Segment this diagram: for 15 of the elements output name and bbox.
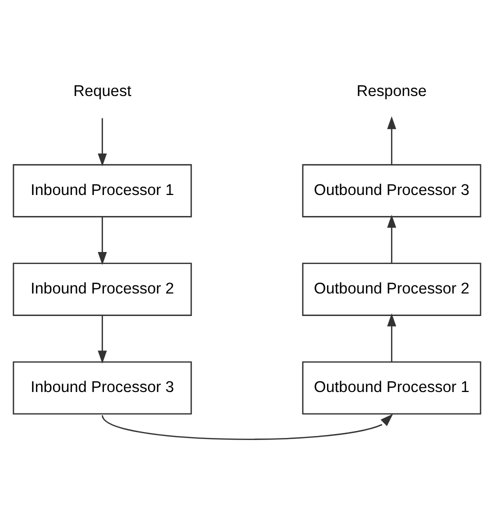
node-box: Inbound Processor 3 xyxy=(12,360,192,414)
arrow xyxy=(98,314,107,364)
node-box: Outbound Processor 1 xyxy=(302,360,482,414)
node-box: Inbound Processor 2 xyxy=(12,262,192,316)
node-box: Inbound Processor 1 xyxy=(12,164,192,217)
arrow xyxy=(98,118,107,166)
node-text: Request xyxy=(73,82,132,100)
arrow xyxy=(387,214,396,263)
node-box: Outbound Processor 2 xyxy=(302,262,482,316)
arrow xyxy=(387,312,396,362)
arrow xyxy=(102,413,394,440)
node-box: Outbound Processor 3 xyxy=(302,164,482,217)
arrow xyxy=(387,116,396,164)
arrow xyxy=(98,216,107,265)
node-text: Response xyxy=(356,82,427,100)
